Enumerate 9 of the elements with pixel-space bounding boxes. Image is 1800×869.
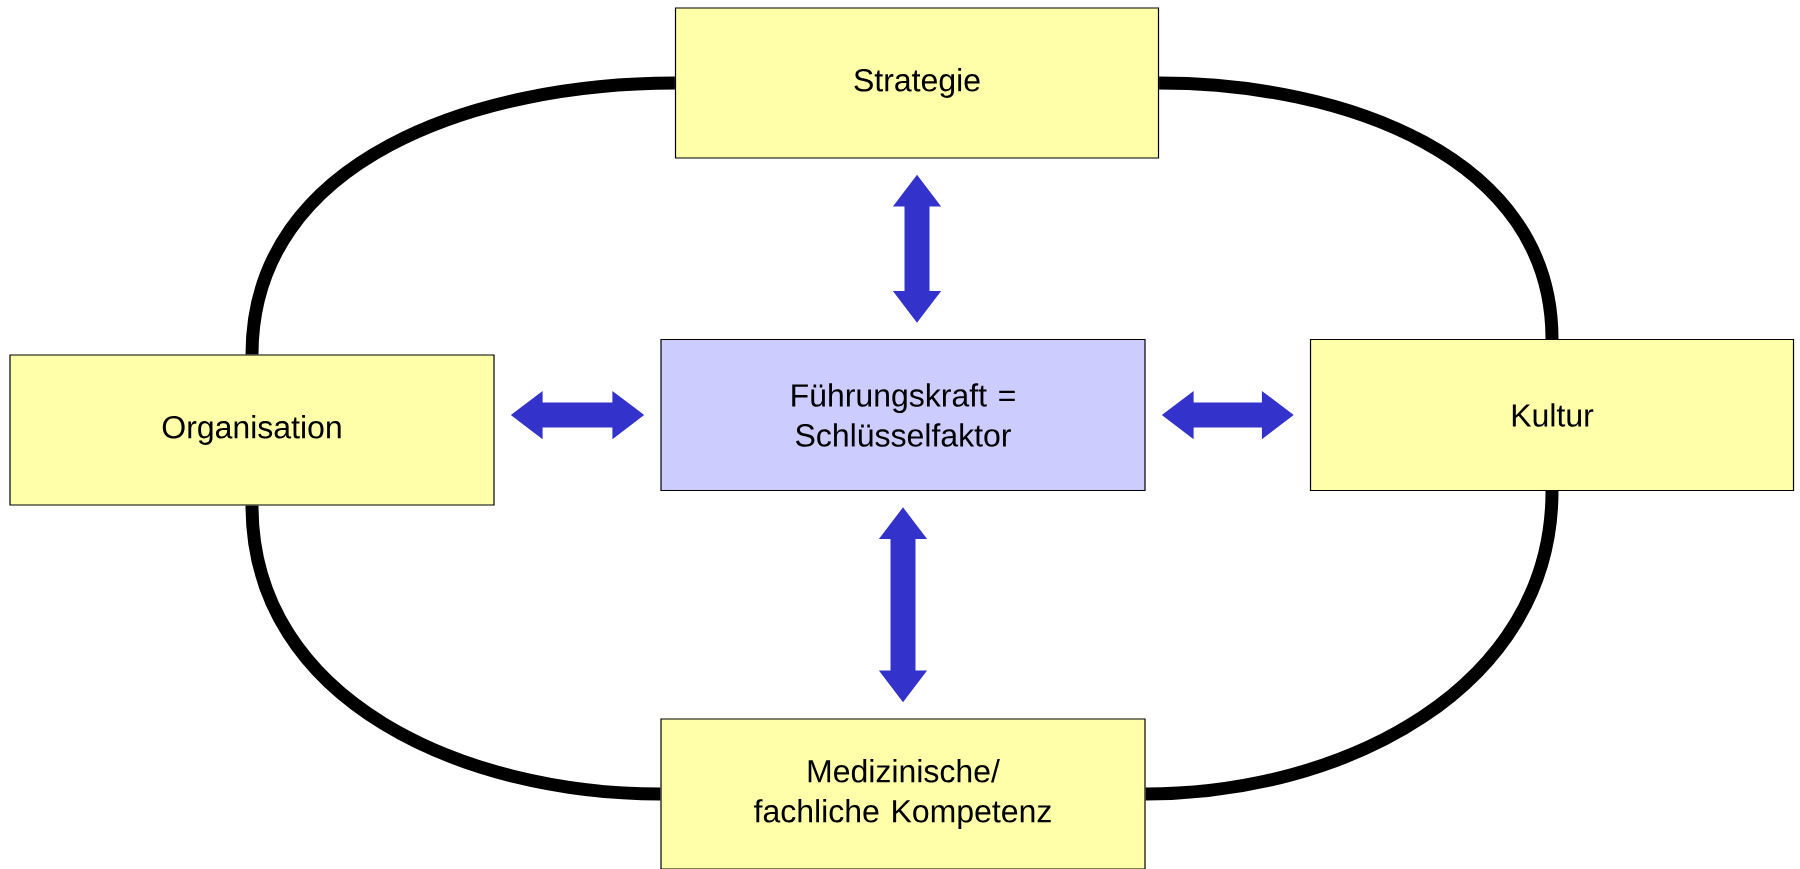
center-box: Führungskraft = Schlüsselfaktor — [660, 338, 1146, 492]
ring-line — [1158, 76, 1559, 340]
topic-box: Kultur — [1309, 338, 1795, 492]
ring-line — [1145, 490, 1559, 801]
topic-box: Organisation — [9, 354, 495, 506]
ring-line — [245, 505, 661, 801]
topic-box: Medizinische/ fachliche Kompetenz — [660, 718, 1146, 869]
topic-box: Strategie — [674, 7, 1160, 159]
ring-line — [245, 76, 676, 356]
